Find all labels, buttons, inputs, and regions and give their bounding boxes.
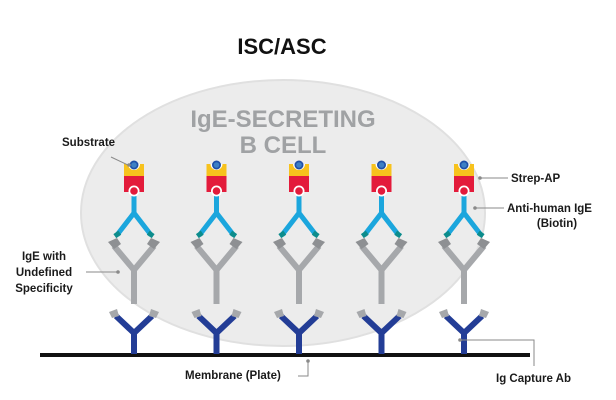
ige-tip-right — [229, 238, 243, 249]
strep-ap-leader-dot — [478, 176, 482, 180]
ige-stem — [378, 268, 385, 304]
diagram-title: ISC/ASC — [237, 34, 326, 59]
membrane-leader — [298, 362, 309, 377]
leader-lines — [86, 156, 535, 377]
biotin-dot — [295, 187, 303, 195]
biotin-dot — [212, 187, 221, 195]
capture-ab-stem — [131, 331, 137, 354]
anti-human-ige-arms — [362, 208, 401, 237]
ige-arms — [359, 244, 404, 275]
ige-label-line1: IgE with — [22, 251, 66, 263]
ige-label-line2: Undefined — [16, 267, 72, 279]
ige-tip-right — [147, 238, 160, 249]
strep-ap-label: Strep-AP — [511, 173, 561, 185]
substrate-leader-dot — [127, 163, 131, 167]
capture-ab-arms — [443, 313, 485, 338]
capture-ab-tip-right — [396, 309, 407, 318]
antibody-stack — [438, 160, 490, 354]
ige-tip-left — [190, 238, 204, 249]
substrate-icon — [131, 162, 137, 168]
anti-human-ige-tip-left — [360, 230, 369, 239]
capture-ab-tip-left — [439, 309, 449, 318]
capture-ab-tip-left — [109, 309, 119, 318]
substrate-icon — [213, 162, 220, 168]
capture-ab-tip-right — [314, 309, 324, 318]
capture-ab-tip-right — [479, 309, 489, 318]
membrane-label: Membrane (Plate) — [185, 370, 281, 382]
ige-arms — [194, 244, 239, 275]
capture-ab-arms — [113, 313, 155, 338]
anti-human-ige-arms — [445, 208, 483, 237]
ige-tip-left — [273, 238, 286, 249]
anti-human-ige-tip-left — [113, 230, 122, 239]
ige-stem — [296, 268, 302, 304]
anti-human-ige-tip-left — [278, 230, 287, 239]
capture-ab-label: Ig Capture Ab — [496, 373, 571, 385]
anti-human-ige-tip-left — [195, 230, 204, 239]
capture-ab-stem — [378, 331, 385, 354]
ige-tip-left — [355, 238, 369, 249]
biotin-dot — [130, 187, 138, 195]
substrate-icon — [296, 162, 302, 168]
capture-ab-tip-right — [231, 309, 242, 318]
capture-ab-tip-left — [356, 309, 367, 318]
anti-human-ige-tip-left — [443, 230, 452, 239]
capture-ab-leader-dot — [458, 338, 462, 342]
antibody-stack — [355, 160, 408, 354]
biotin-dot — [377, 187, 386, 195]
antibody-stack — [108, 160, 160, 354]
capture-ab-stem — [461, 331, 467, 354]
ige-arms — [441, 244, 487, 275]
capture-ab-stem — [213, 331, 220, 354]
substrate-leader — [110, 156, 129, 166]
anti-human-ige-stem — [296, 191, 302, 215]
capture-ab-tip-right — [149, 309, 159, 318]
anti-human-ige-leader-dot — [473, 206, 477, 210]
ige-stem — [131, 268, 137, 304]
ige-tip-left — [108, 238, 121, 249]
anti-human-ige-stem — [379, 191, 384, 215]
cell-label-line1: IgE-SECRETING — [190, 106, 375, 133]
ige-arms — [276, 244, 322, 275]
antibody-stack — [273, 160, 325, 354]
ige-label-line3: Specificity — [15, 283, 73, 295]
ige-tip-right — [394, 238, 408, 249]
anti-human-ige-tip-right — [394, 230, 403, 239]
anti-human-ige-tip-right — [146, 230, 155, 239]
anti-human-ige-stem — [131, 191, 137, 215]
antibody-stacks — [108, 160, 490, 354]
membrane-plate — [40, 353, 530, 357]
ige-leader-dot — [116, 270, 120, 274]
substrate-label: Substrate — [62, 137, 115, 149]
anti-human-ige-arms — [115, 208, 153, 237]
anti-human-ige-label-line2: (Biotin) — [537, 218, 577, 230]
anti-human-ige-arms — [280, 208, 318, 237]
anti-human-ige-tip-right — [229, 230, 238, 239]
capture-ab-tip-left — [191, 309, 202, 318]
cell-label-line2: B CELL — [240, 132, 327, 159]
ige-stem — [461, 268, 467, 304]
anti-human-ige-stem — [214, 191, 219, 215]
substrate-icon — [461, 162, 467, 168]
biotin-dot — [460, 187, 468, 195]
capture-ab-leader — [461, 339, 535, 366]
anti-human-ige-tip-right — [476, 230, 485, 239]
antibody-stack — [190, 160, 243, 354]
ige-tip-left — [438, 238, 451, 249]
substrate-icon — [378, 162, 385, 168]
anti-human-ige-arms — [197, 208, 236, 237]
anti-human-ige-tip-right — [311, 230, 320, 239]
capture-ab-tip-left — [274, 309, 284, 318]
ige-tip-right — [477, 238, 490, 249]
anti-human-ige-label-line1: Anti-human IgE — [507, 203, 592, 215]
membrane-leader-dot — [306, 359, 310, 363]
ige-tip-right — [312, 238, 325, 249]
ige-arms — [111, 244, 157, 275]
capture-ab-stem — [296, 331, 302, 354]
anti-human-ige-stem — [461, 191, 467, 215]
ige-stem — [213, 268, 220, 304]
